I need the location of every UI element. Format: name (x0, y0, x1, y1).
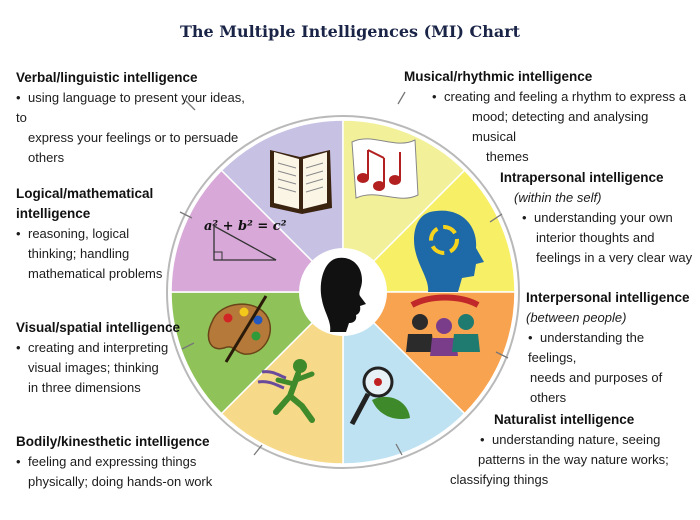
head-cycle-icon (414, 210, 484, 292)
verbal-line-2: express your feelings or to persuade (28, 130, 239, 145)
visual-line-2: visual images; thinking (28, 360, 159, 375)
logical-line-2: thinking; handling (28, 246, 130, 261)
interpersonal-line-3: others (530, 390, 567, 405)
logical-block: Logical/mathematical intelligence •reaso… (16, 184, 186, 284)
bodily-title: Bodily/kinesthetic intelligence (16, 434, 210, 449)
intrapersonal-line-2: interior thoughts and (536, 230, 655, 245)
logical-title-1: Logical/mathematical (16, 186, 154, 201)
naturalist-line-1: •understanding nature, seeing (480, 432, 661, 447)
musical-line-2: mood; detecting and analysing musical (472, 109, 649, 144)
musical-title: Musical/rhythmic intelligence (404, 69, 593, 84)
musical-block: Musical/rhythmic intelligence •creating … (404, 67, 694, 167)
musical-line-3: themes (486, 149, 529, 164)
interpersonal-line-2: needs and purposes of (530, 370, 663, 385)
triangle-formula-icon: a² + b² = c² (204, 219, 287, 261)
interpersonal-block: Interpersonal intelligence (between peop… (526, 288, 696, 408)
intrapersonal-line-1: •understanding your own (522, 210, 673, 225)
bodily-block: Bodily/kinesthetic intelligence •feeling… (16, 432, 231, 492)
sheet-music-icon (351, 138, 419, 199)
people-group-icon (406, 294, 480, 356)
naturalist-line-2: patterns in the way nature works; (478, 452, 669, 467)
formula-text: a² + b² = c² (204, 219, 287, 234)
naturalist-block: Naturalist intelligence •understanding n… (450, 410, 690, 490)
logical-line-1: •reasoning, logical (16, 226, 130, 241)
visual-title: Visual/spatial intelligence (16, 320, 181, 335)
paint-palette-icon (207, 295, 271, 363)
head-silhouette-icon (320, 257, 366, 332)
magnifier-leaf-icon (349, 366, 410, 426)
visual-line-1: •creating and interpreting (16, 340, 169, 355)
verbal-line-3: others (28, 150, 65, 165)
slice-logical (170, 169, 345, 293)
interpersonal-subtitle: (between people) (526, 310, 627, 325)
visual-line-3: in three dimensions (28, 380, 141, 395)
bodily-line-1: •feeling and expressing things (16, 454, 197, 469)
interpersonal-title: Interpersonal intelligence (526, 290, 690, 305)
open-book-icon (270, 150, 332, 214)
verbal-line-1: •using language to present your ideas, t… (16, 90, 245, 125)
verbal-title: Verbal/linguistic intelligence (16, 70, 198, 85)
running-figure-icon (257, 359, 315, 423)
intrapersonal-line-3: feelings in a very clear way (536, 250, 693, 265)
naturalist-title: Naturalist intelligence (494, 412, 635, 427)
naturalist-line-3: classifying things (450, 472, 549, 487)
logical-line-3: mathematical problems (28, 266, 163, 281)
intrapersonal-subtitle: (within the self) (514, 190, 602, 205)
intrapersonal-title: Intrapersonal intelligence (500, 170, 664, 185)
musical-line-1: •creating and feeling a rhythm to expres… (432, 89, 687, 104)
verbal-block: Verbal/linguistic intelligence •using la… (16, 68, 256, 168)
visual-block: Visual/spatial intelligence •creating an… (16, 318, 201, 398)
page-title: The Multiple Intelligences (MI) Chart (179, 22, 521, 41)
slice-naturalist (342, 290, 466, 465)
interpersonal-line-1: •understanding the feelings, (528, 330, 645, 365)
logical-title-2: intelligence (16, 206, 91, 221)
bodily-line-2: physically; doing hands-on work (28, 474, 213, 489)
wheel-ticks (179, 91, 509, 456)
intrapersonal-block: Intrapersonal intelligence (within the s… (500, 168, 696, 268)
